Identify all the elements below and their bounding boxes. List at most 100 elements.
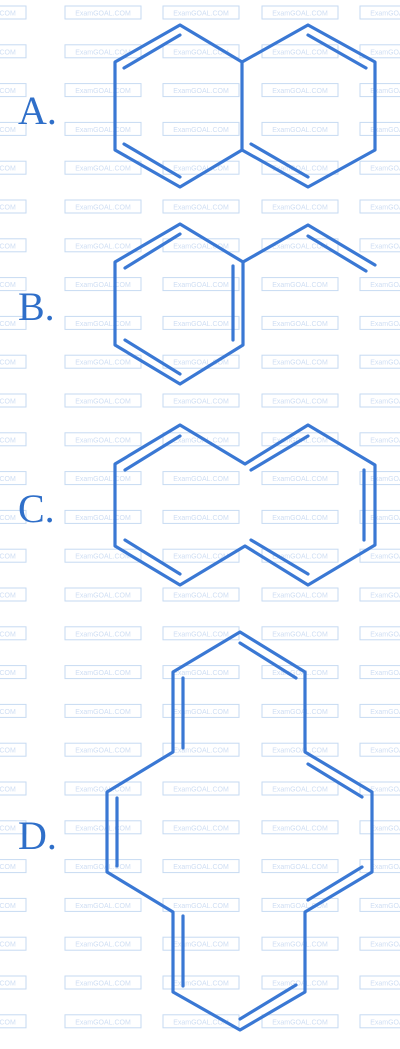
watermark-text: ExamGOAL.COM (75, 593, 131, 600)
watermark-text: ExamGOAL.COM (75, 554, 131, 561)
watermark-tile (359, 471, 400, 486)
watermark-tile (162, 121, 240, 136)
watermark-tile (261, 665, 339, 680)
watermark-text: ExamGOAL.COM (75, 709, 131, 716)
watermark-tile (162, 1014, 240, 1029)
watermark-text: ExamGOAL.COM (370, 399, 400, 406)
watermark-text: ExamGOAL.COM (173, 360, 229, 367)
watermark-text: ExamGOAL.COM (173, 903, 229, 910)
watermark-text: ExamGOAL.COM (0, 670, 16, 677)
watermark-tile (261, 1014, 339, 1029)
option-a-label: A. (18, 88, 57, 133)
watermark-text: ExamGOAL.COM (370, 1019, 400, 1026)
watermark-text: ExamGOAL.COM (173, 787, 229, 794)
watermark-tile (261, 5, 339, 20)
watermark-tile (261, 393, 339, 408)
watermark-tile (359, 83, 400, 98)
watermark-text: ExamGOAL.COM (0, 49, 16, 56)
watermark-text: ExamGOAL.COM (75, 787, 131, 794)
double-bond (238, 983, 298, 1021)
watermark-text: ExamGOAL.COM (75, 360, 131, 367)
watermark-tile (261, 315, 339, 330)
watermark-text: ExamGOAL.COM (173, 631, 229, 638)
watermark-text: ExamGOAL.COM (75, 11, 131, 18)
watermark-tile (64, 5, 142, 20)
watermark-text: ExamGOAL.COM (173, 166, 229, 173)
double-bond (123, 434, 182, 472)
watermark-text: ExamGOAL.COM (75, 903, 131, 910)
watermark-text: ExamGOAL.COM (173, 1019, 229, 1026)
watermark-text: ExamGOAL.COM (173, 709, 229, 716)
watermark-tile (359, 975, 400, 990)
watermark-text: ExamGOAL.COM (272, 11, 328, 18)
watermark-tile (162, 703, 240, 718)
watermark-text: ExamGOAL.COM (0, 476, 16, 483)
watermark-text: ExamGOAL.COM (75, 631, 131, 638)
watermark-tile (261, 781, 339, 796)
watermark-tile (359, 936, 400, 951)
watermark-tile (64, 548, 142, 563)
watermark-text: ExamGOAL.COM (370, 942, 400, 949)
watermark-text: ExamGOAL.COM (173, 437, 229, 444)
watermark-tile (64, 44, 142, 59)
watermark-text: ExamGOAL.COM (272, 1019, 328, 1026)
watermark-tile (64, 859, 142, 874)
watermark-text: ExamGOAL.COM (173, 942, 229, 949)
watermark-tile (261, 199, 339, 214)
double-bond (306, 33, 368, 70)
watermark-text: ExamGOAL.COM (75, 981, 131, 988)
watermark-tile (64, 587, 142, 602)
watermark-tile (261, 121, 339, 136)
watermark-tile (0, 1014, 27, 1029)
watermark-text: ExamGOAL.COM (173, 515, 229, 522)
watermark-tile (261, 354, 339, 369)
watermark-text: ExamGOAL.COM (75, 282, 131, 289)
watermark-tile (162, 548, 240, 563)
watermark-text: ExamGOAL.COM (173, 825, 229, 832)
watermark-text: ExamGOAL.COM (0, 903, 16, 910)
watermark-text: ExamGOAL.COM (370, 709, 400, 716)
ring-c (113, 423, 377, 587)
watermark-text: ExamGOAL.COM (370, 787, 400, 794)
watermark-text: ExamGOAL.COM (370, 631, 400, 638)
watermark-text: ExamGOAL.COM (75, 88, 131, 95)
watermark-text: ExamGOAL.COM (0, 1019, 16, 1026)
watermark-text: ExamGOAL.COM (370, 515, 400, 522)
double-bond (249, 142, 310, 179)
watermark-text: ExamGOAL.COM (272, 49, 328, 56)
watermark-text: ExamGOAL.COM (272, 399, 328, 406)
watermark-tile (64, 781, 142, 796)
watermark-tile (0, 742, 27, 757)
watermark-tile (64, 432, 142, 447)
watermark-tile (0, 587, 27, 602)
watermark-text: ExamGOAL.COM (75, 49, 131, 56)
watermark-text: ExamGOAL.COM (75, 864, 131, 871)
watermark-text: ExamGOAL.COM (173, 593, 229, 600)
watermark-tile (261, 859, 339, 874)
watermark-text: ExamGOAL.COM (0, 942, 16, 949)
watermark-tile (64, 897, 142, 912)
watermark-text: ExamGOAL.COM (272, 166, 328, 173)
watermark-tile (64, 626, 142, 641)
double-bond (249, 434, 310, 472)
watermark-tile (162, 781, 240, 796)
option-c-label: C. (18, 486, 55, 531)
watermark-text: ExamGOAL.COM (173, 243, 229, 250)
watermark-tile (162, 277, 240, 292)
watermark-text: ExamGOAL.COM (75, 476, 131, 483)
watermark-text: ExamGOAL.COM (272, 321, 328, 328)
watermark-text: ExamGOAL.COM (173, 282, 229, 289)
watermark-tile (162, 587, 240, 602)
watermark-text: ExamGOAL.COM (370, 166, 400, 173)
watermark-tile (359, 238, 400, 253)
watermark-tile (64, 703, 142, 718)
watermark-tile (162, 83, 240, 98)
ring-a-right (240, 23, 377, 189)
watermark-tile (64, 509, 142, 524)
watermark-text: ExamGOAL.COM (370, 437, 400, 444)
watermark-text: ExamGOAL.COM (370, 981, 400, 988)
watermark-tile (162, 199, 240, 214)
watermark-text: ExamGOAL.COM (370, 49, 400, 56)
